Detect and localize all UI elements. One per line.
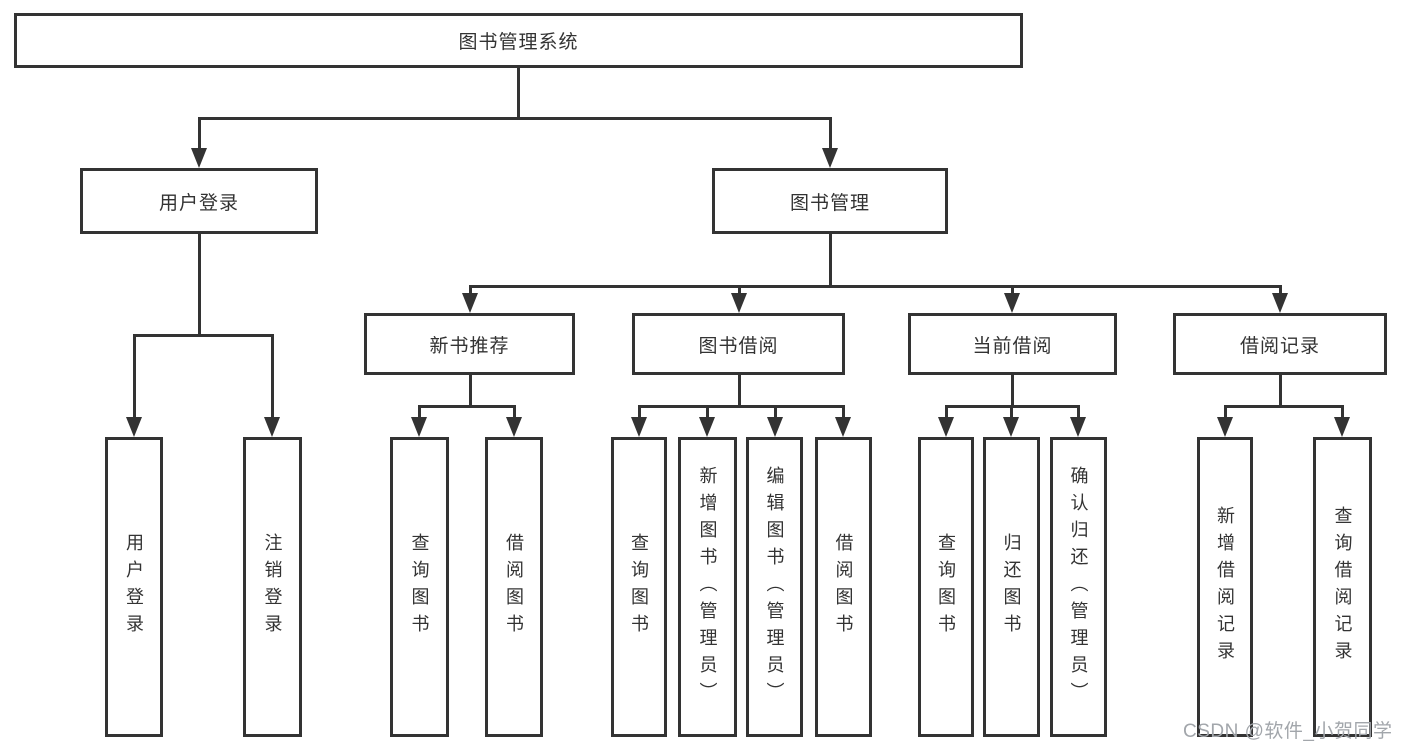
node-label-query-book-borrow: 查询图书 — [629, 533, 649, 641]
connector-arrow-shaft — [1340, 406, 1344, 421]
node-label-book-management: 图书管理 — [789, 192, 870, 214]
node-label-borrow-book-rec: 借阅图书 — [504, 533, 524, 641]
connector-stem — [1010, 375, 1014, 406]
node-label-book-borrowing: 图书借阅 — [698, 335, 779, 357]
connector-bar — [417, 404, 516, 408]
arrow-down-icon — [506, 417, 522, 437]
connector-bar — [197, 116, 832, 120]
node-borrowing-records: 借阅记录 — [1173, 313, 1387, 375]
node-label-query-borrow-record: 查询借阅记录 — [1332, 506, 1353, 668]
arrow-down-icon — [731, 293, 747, 313]
connector-arrow-shaft — [197, 118, 201, 152]
node-label-user-login-branch: 用户登录 — [158, 192, 239, 214]
connector-arrow-shaft — [1278, 286, 1282, 297]
connector-arrow-shaft — [944, 406, 948, 421]
connector-stem — [828, 234, 832, 286]
node-query-book-borrow: 查询图书 — [611, 437, 667, 737]
connector-stem — [197, 234, 201, 335]
connector-arrow-shaft — [773, 406, 777, 421]
connector-arrow-shaft — [637, 406, 641, 421]
arrow-down-icon — [699, 417, 715, 437]
arrow-down-icon — [1217, 417, 1233, 437]
node-new-book-recommend: 新书推荐 — [364, 313, 575, 375]
arrow-down-icon — [822, 148, 838, 168]
arrow-down-icon — [1334, 417, 1350, 437]
node-label-add-borrow-record: 新增借阅记录 — [1215, 506, 1235, 668]
node-label-return-book: 归还图书 — [1001, 533, 1022, 641]
connector-stem — [1278, 375, 1282, 406]
node-query-book-current: 查询图书 — [918, 437, 974, 737]
node-edit-book-admin: 编辑图书（管理员） — [746, 437, 803, 737]
connector-arrow-shaft — [417, 406, 421, 421]
node-logout-leaf: 注销登录 — [243, 437, 302, 737]
connector-arrow-shaft — [1076, 406, 1080, 421]
node-book-borrowing: 图书借阅 — [632, 313, 845, 375]
connector-arrow-shaft — [1009, 406, 1013, 421]
arrow-down-icon — [1004, 293, 1020, 313]
connector-stem — [516, 68, 520, 118]
node-label-confirm-return-admin: 确认归还（管理员） — [1068, 465, 1089, 709]
connector-arrow-shaft — [828, 118, 832, 152]
connector-arrow-shaft — [468, 286, 472, 297]
arrow-down-icon — [462, 293, 478, 313]
connector-stem — [737, 375, 741, 406]
node-label-query-book-current: 查询图书 — [936, 533, 956, 641]
arrow-down-icon — [835, 417, 851, 437]
node-book-management: 图书管理 — [712, 168, 948, 234]
node-add-borrow-record: 新增借阅记录 — [1197, 437, 1253, 737]
node-current-borrowing: 当前借阅 — [908, 313, 1117, 375]
node-label-user-login-leaf: 用户登录 — [124, 533, 144, 641]
node-label-query-book-rec: 查询图书 — [409, 533, 430, 641]
node-query-book-rec: 查询图书 — [390, 437, 449, 737]
connector-bar — [1223, 404, 1344, 408]
connector-arrow-shaft — [1010, 286, 1014, 297]
node-return-book: 归还图书 — [983, 437, 1040, 737]
connector-arrow-shaft — [1223, 406, 1227, 421]
arrow-down-icon — [938, 417, 954, 437]
connector-arrow-shaft — [270, 335, 274, 421]
arrow-down-icon — [191, 148, 207, 168]
arrow-down-icon — [767, 417, 783, 437]
node-label-current-borrowing: 当前借阅 — [972, 335, 1053, 357]
node-label-borrowing-records: 借阅记录 — [1239, 335, 1320, 357]
arrow-down-icon — [1003, 417, 1019, 437]
node-label-new-book-recommend: 新书推荐 — [429, 335, 510, 357]
node-borrow-book-rec: 借阅图书 — [485, 437, 543, 737]
connector-bar — [637, 404, 845, 408]
connector-arrow-shaft — [737, 286, 741, 297]
connector-arrow-shaft — [841, 406, 845, 421]
connector-stem — [468, 375, 472, 406]
arrow-down-icon — [126, 417, 142, 437]
connector-bar — [468, 284, 1282, 288]
arrow-down-icon — [1070, 417, 1086, 437]
connector-arrow-shaft — [512, 406, 516, 421]
node-add-book-admin: 新增图书（管理员） — [678, 437, 737, 737]
arrow-down-icon — [411, 417, 427, 437]
node-query-borrow-record: 查询借阅记录 — [1313, 437, 1372, 737]
node-borrow-book-leaf: 借阅图书 — [815, 437, 872, 737]
arrow-down-icon — [1272, 293, 1288, 313]
node-label-edit-book-admin: 编辑图书（管理员） — [764, 465, 785, 709]
node-user-login-leaf: 用户登录 — [105, 437, 163, 737]
node-label-logout-leaf: 注销登录 — [262, 533, 283, 641]
node-label-add-book-admin: 新增图书（管理员） — [697, 465, 718, 709]
node-label-borrow-book-leaf: 借阅图书 — [833, 533, 854, 641]
node-confirm-return-admin: 确认归还（管理员） — [1050, 437, 1107, 737]
arrow-down-icon — [631, 417, 647, 437]
arrow-down-icon — [264, 417, 280, 437]
connector-bar — [132, 333, 274, 337]
node-system-root: 图书管理系统 — [14, 13, 1023, 68]
connector-arrow-shaft — [132, 335, 136, 421]
node-label-system-root: 图书管理系统 — [458, 32, 579, 53]
node-user-login-branch: 用户登录 — [80, 168, 318, 234]
csdn-watermark: CSDN @软件_小贺同学 — [1183, 721, 1393, 742]
connector-arrow-shaft — [705, 406, 709, 421]
